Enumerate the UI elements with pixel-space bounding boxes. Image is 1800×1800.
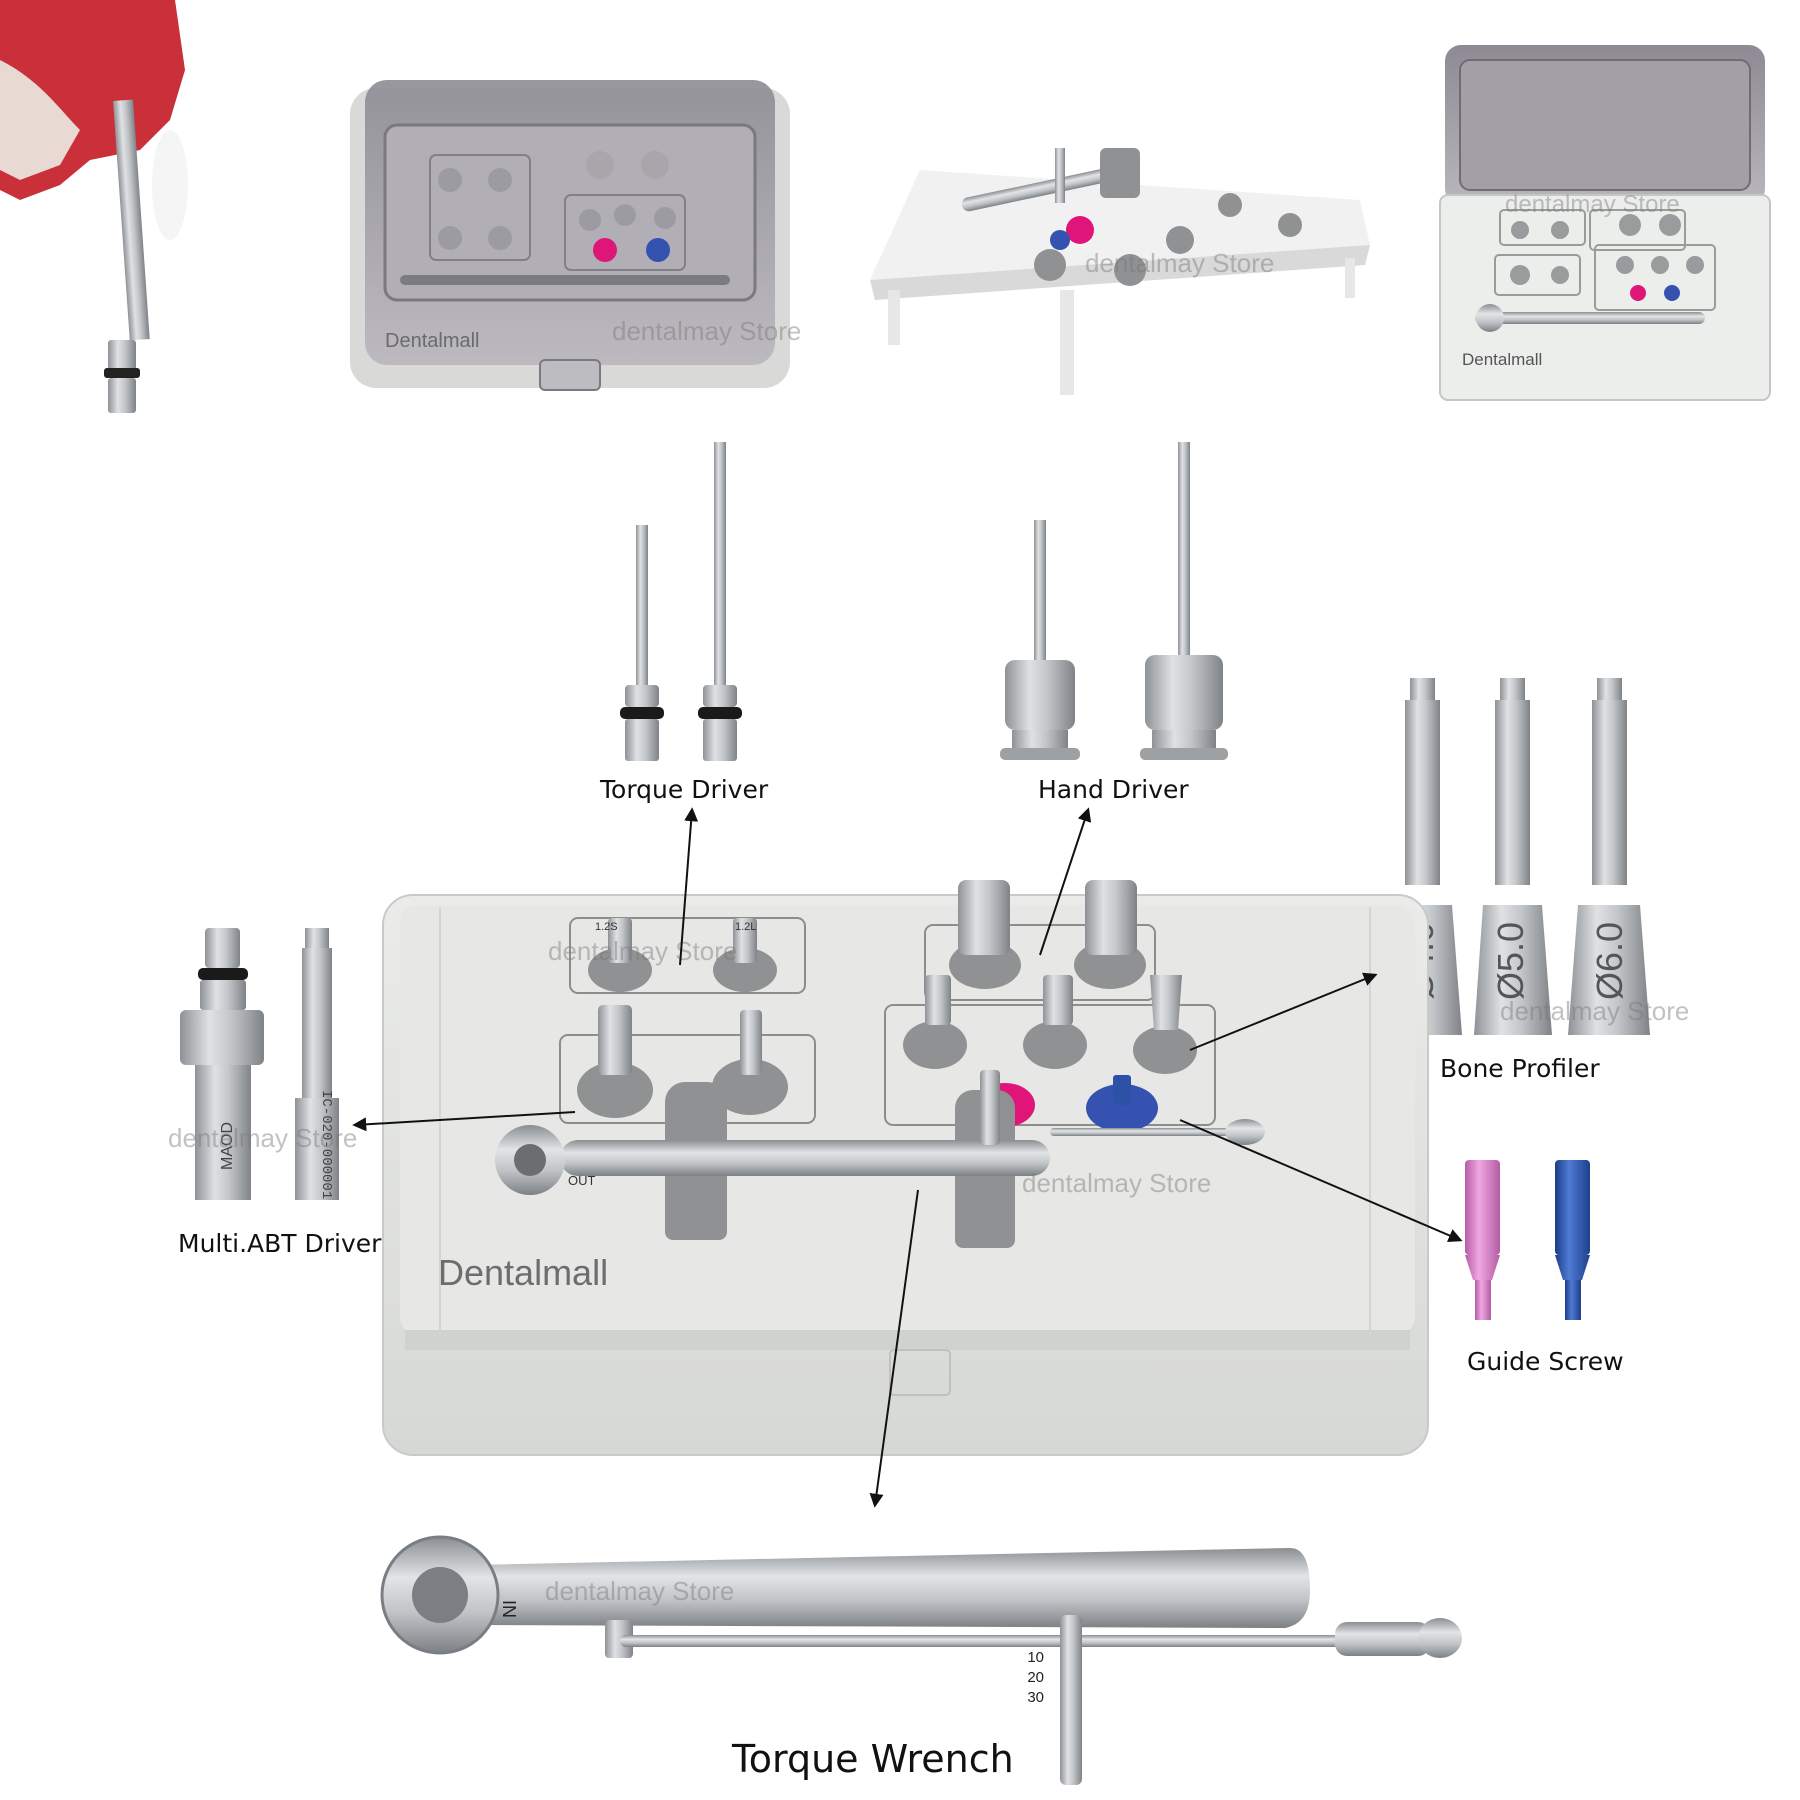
driver-shaft <box>113 99 150 341</box>
kit-tray-perspective <box>870 148 1370 395</box>
multi-abt-driver-label: Multi.ABT Driver <box>178 1229 382 1258</box>
watermark-1: dentalmay Store <box>612 316 801 346</box>
kit-main-brand: Dentalmall <box>438 1252 608 1293</box>
watermark-2: dentalmay Store <box>1085 248 1274 278</box>
hand-driver-long <box>1140 442 1228 760</box>
wrench-scale-10: 10 <box>1027 1649 1044 1666</box>
arrow-multi-abt-driver <box>352 1111 576 1132</box>
watermark-5: dentalmay Store <box>168 1123 357 1153</box>
wrench-scale-20: 20 <box>1027 1669 1044 1686</box>
pointer-arrows <box>352 807 1463 1508</box>
hand-driver-short <box>1000 520 1080 760</box>
arrow-bone-profiler <box>1189 972 1378 1051</box>
profiler-size-6: Ø6.0 <box>1589 922 1630 1000</box>
arrow-torque-driver <box>679 807 699 966</box>
torque-driver-label: Torque Driver <box>599 775 769 804</box>
tray-mark-out: OUT <box>568 1173 596 1188</box>
gum-implant-photo <box>0 0 188 413</box>
ic-code: IC-020-000001 <box>318 1090 334 1199</box>
watermark-8: dentalmay Store <box>545 1576 734 1606</box>
guide-screw-label: Guide Screw <box>1467 1347 1624 1376</box>
bone-profiler-label: Bone Profiler <box>1440 1054 1600 1083</box>
tray-mark-s: 1.2S <box>595 921 618 933</box>
guide-screw-pink <box>1465 1160 1500 1320</box>
hand-driver-label: Hand Driver <box>1038 775 1189 804</box>
multi-abt-driver-ic <box>295 928 339 1200</box>
torque-wrench-label: Torque Wrench <box>731 1737 1014 1781</box>
bone-profiler-6 <box>1568 678 1650 1035</box>
gum-disc <box>152 130 188 240</box>
arrow-guide-screw <box>1179 1119 1463 1243</box>
torque-wrench-large <box>380 1535 1462 1785</box>
multi-abt-driver-maod <box>180 928 264 1200</box>
main-kit-case <box>382 880 1429 1456</box>
torque-driver-long <box>698 442 742 761</box>
watermark-6: dentalmay Store <box>548 936 737 966</box>
guide-screw-blue <box>1555 1160 1590 1320</box>
maod-code: MAOD <box>219 1122 236 1170</box>
kit-case-closed <box>350 80 790 391</box>
kit-top-right-brand: Dentalmall <box>1462 350 1542 369</box>
bone-profiler-5 <box>1474 678 1552 1035</box>
wrench-scale-30: 30 <box>1027 1689 1044 1706</box>
tray-mark-l: 1.2L <box>735 921 756 933</box>
torque-driver-short <box>620 525 664 761</box>
watermark-7: dentalmay Store <box>1022 1168 1211 1198</box>
watermark-3: dentalmay Store <box>1505 191 1680 218</box>
kit-top-left-brand: Dentalmall <box>385 330 479 352</box>
kit-case-open <box>1439 45 1771 401</box>
profiler-size-5: Ø5.0 <box>1490 922 1531 1000</box>
wrench-mark-in: IN <box>499 1600 519 1618</box>
arrow-torque-wrench <box>869 1189 919 1508</box>
watermark-4: dentalmay Store <box>1500 996 1689 1026</box>
arrow-hand-driver <box>1039 807 1092 956</box>
